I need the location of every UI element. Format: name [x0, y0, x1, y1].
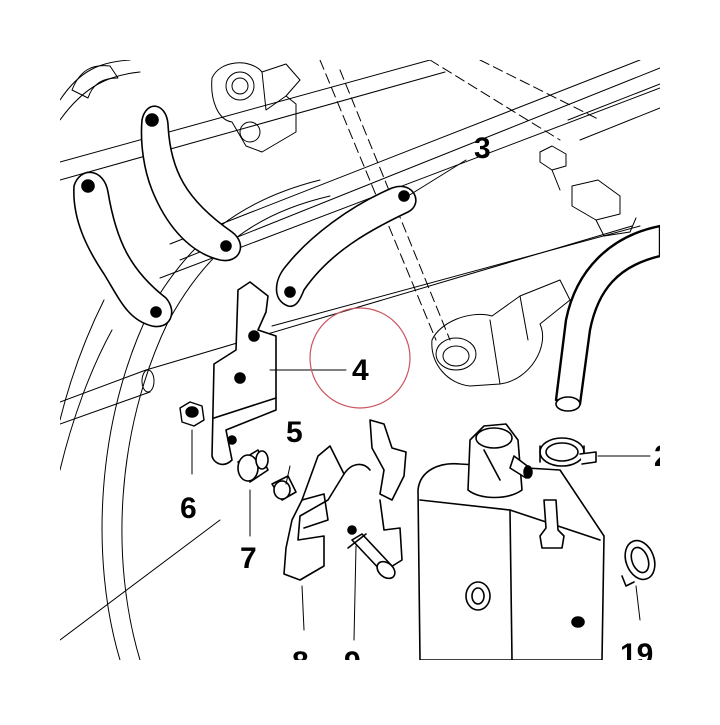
reservoir-tank — [417, 423, 605, 660]
mounting-bracket-part-4 — [211, 281, 277, 466]
callout-8: 8 — [292, 646, 309, 679]
spacer-part-5 — [271, 475, 297, 501]
callout-9: 9 — [344, 646, 361, 679]
callout-5: 5 — [286, 416, 303, 449]
callout-4: 4 — [352, 354, 369, 387]
frame-structure — [60, 60, 660, 660]
strap-middle — [140, 105, 242, 262]
leader-lines — [191, 159, 651, 641]
callout-6: 6 — [180, 492, 197, 525]
bushing-part-7 — [237, 449, 269, 483]
spring-clip-part-19 — [621, 539, 656, 587]
callout-7: 7 — [240, 542, 257, 575]
callout-20: 2 — [654, 440, 671, 473]
hose-clamp-upper — [539, 437, 597, 467]
strap-part-3 — [275, 185, 417, 308]
bolt-part-9 — [347, 533, 396, 580]
callout-19: 19 — [620, 638, 653, 671]
callout-3: 3 — [474, 132, 491, 165]
clip-bracket-part-8 — [283, 419, 407, 581]
strap-left — [73, 171, 173, 328]
highlight-circle — [309, 307, 411, 409]
nut-part-6 — [179, 401, 205, 427]
fuel-hose — [554, 224, 660, 412]
